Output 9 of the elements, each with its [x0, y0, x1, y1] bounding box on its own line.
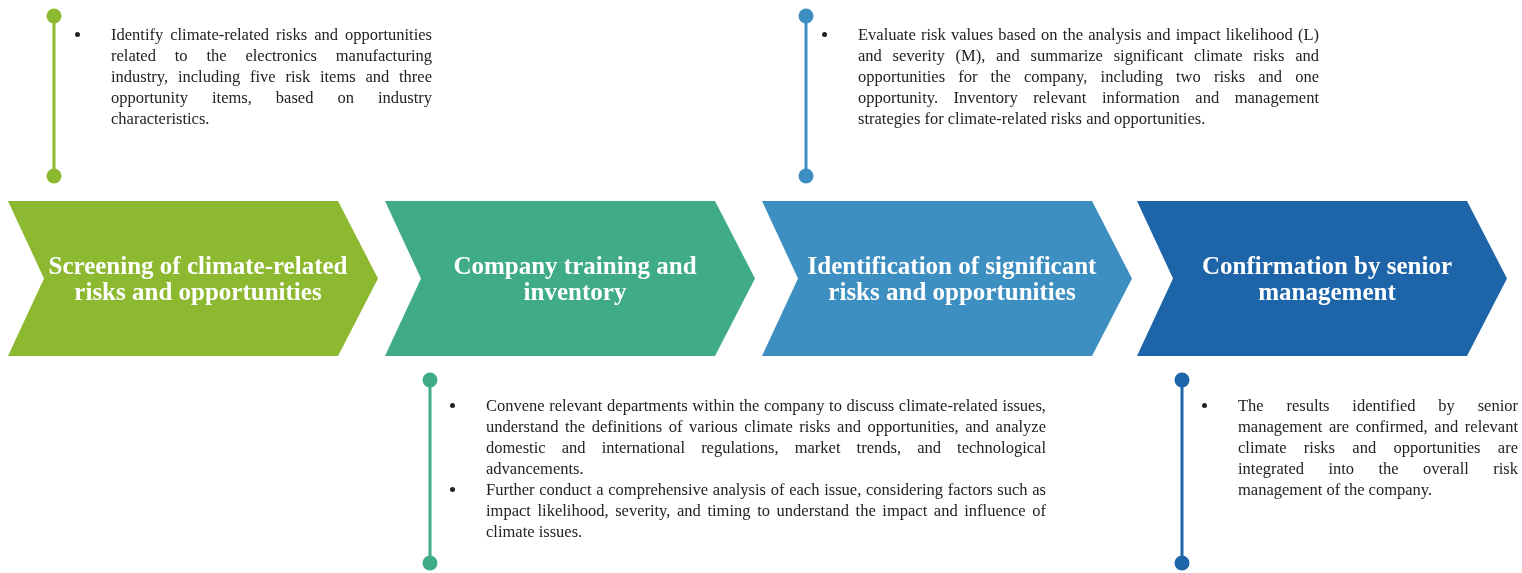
bullet-text: Further conduct a comprehensive analysis of each issue, considering factors such as impact likelihood, severity, and timing to understand the impact and influence of climate issues.: [486, 479, 1046, 542]
bullet-text: The results identified by senior management are confirmed, and relevant climate risks and opportunities are integrated into the overall risk management of the company.: [1238, 395, 1518, 500]
step-title: Identification of significant risks and opportunities: [806, 252, 1098, 305]
bullet-text: Convene relevant departments within the company to discuss climate-related issues, understand the definitions of various climate risks and opportunities, and analyze domestic and international regulations, market trends, and technological advancements.: [486, 395, 1046, 479]
step-title: Screening of climate-related risks and opportunities: [48, 252, 348, 305]
step-title: Company training and inventory: [452, 252, 698, 305]
step-title: Confirmation by senior management: [1201, 252, 1453, 305]
bullet-text: Evaluate risk values based on the analysis and impact likelihood (L) and severity (M), and summarize significant climate risks and opportunities for the company, including two risks and one opportunity. Inventory relevant information and management strategies for climate-related risks and opportunities.: [858, 24, 1319, 129]
bullet-text: Identify climate-related risks and opportunities related to the electronics manufacturing industry, including five risk items and three opportunity items, based on industry characteristics.: [111, 24, 432, 129]
